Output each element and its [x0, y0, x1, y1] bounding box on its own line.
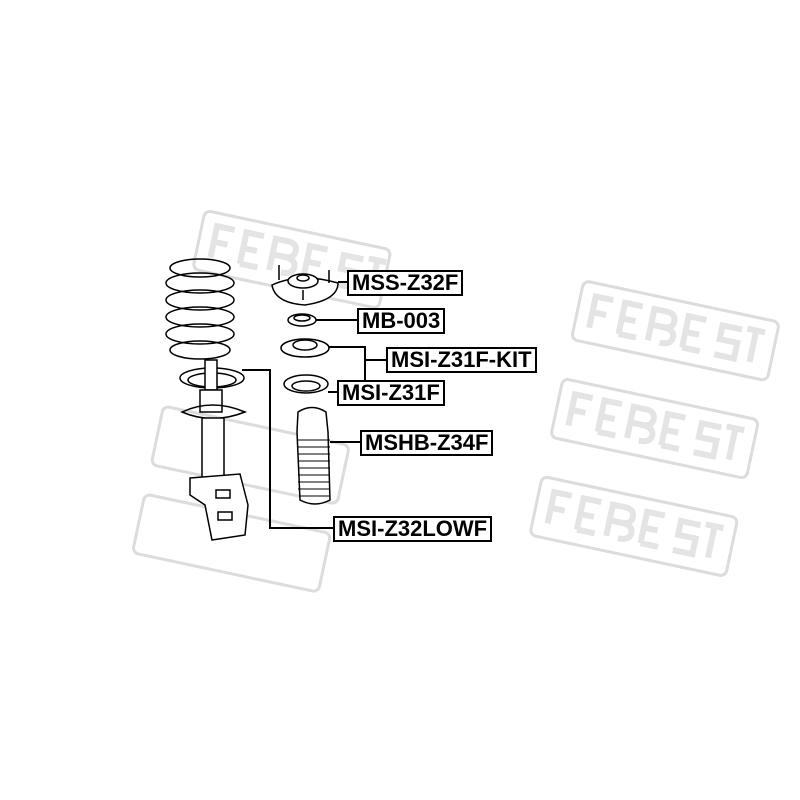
part-label-msi-z31f[interactable]: MSI-Z31F	[337, 380, 445, 406]
bearing-drawing	[287, 313, 317, 327]
upper-spring-seat-drawing	[280, 338, 330, 394]
part-label-mb-003[interactable]: MB-003	[357, 308, 446, 334]
part-label-msi-z32lowf[interactable]: MSI-Z32LOWF	[333, 516, 493, 542]
dust-boot-drawing	[296, 406, 331, 505]
febest-watermark-logo	[132, 209, 780, 593]
strut-mount-drawing	[271, 265, 339, 306]
part-label-mss-z32f[interactable]: MSS-Z32F	[347, 270, 464, 296]
leader-lines	[242, 281, 386, 529]
part-label-mshb-z34f[interactable]: MSHB-Z34F	[360, 430, 494, 456]
part-label-msi-z31f-kit[interactable]: MSI-Z31F-KIT	[386, 347, 537, 373]
strut-assembly-drawing	[165, 258, 249, 541]
